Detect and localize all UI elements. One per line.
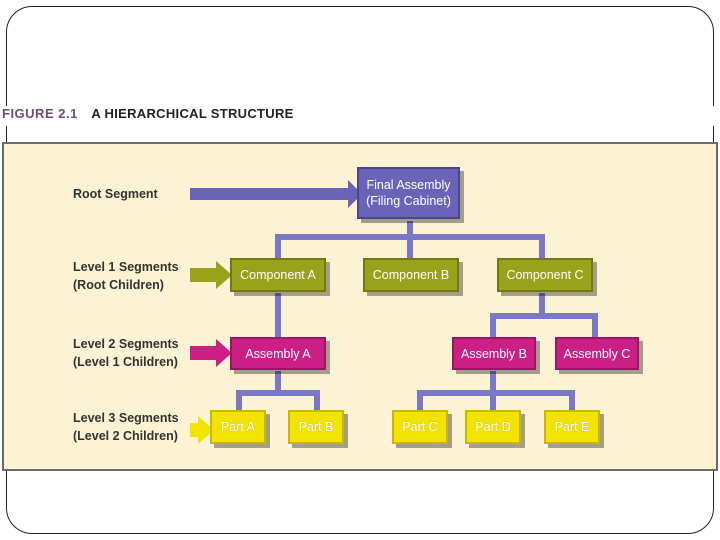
connector-comp-c-down: [539, 293, 545, 313]
connector-to-part-a: [236, 390, 242, 410]
node-component-b-label: Component B: [372, 268, 450, 282]
node-assembly-b-label: Assembly B: [461, 346, 527, 361]
label-root-segment: Root Segment: [73, 185, 158, 203]
connector-root-down: [407, 221, 413, 234]
node-assembly-b: Assembly B: [452, 337, 536, 370]
level2-arrow-icon: [190, 339, 232, 367]
node-final-assembly: Final Assembly (Filing Cabinet): [357, 167, 460, 219]
node-final-assembly-line2: (Filing Cabinet): [366, 194, 451, 208]
node-part-b-label: Part B: [298, 420, 334, 434]
node-part-e: Part E: [544, 410, 600, 444]
connector-to-part-b: [314, 390, 320, 410]
node-assembly-a: Assembly A: [230, 337, 326, 370]
node-part-b: Part B: [288, 410, 344, 444]
level3-arrow-icon: [190, 416, 214, 444]
node-assembly-c-label: Assembly C: [563, 346, 631, 361]
connector-to-assembly-b: [490, 313, 496, 337]
node-part-d: Part D: [465, 410, 521, 444]
node-part-c: Part C: [392, 410, 448, 444]
hierarchy-connectors: [190, 180, 598, 444]
label-level3: Level 3 Segments (Level 2 Children): [73, 409, 179, 445]
node-part-d-label: Part D: [475, 420, 511, 434]
node-part-a: Part A: [210, 410, 266, 444]
label-level2: Level 2 Segments (Level 1 Children): [73, 335, 179, 371]
connector-to-component-c: [539, 234, 545, 258]
label-root-text: Root Segment: [73, 187, 158, 201]
node-part-c-label: Part C: [402, 420, 438, 434]
node-component-c: Component C: [497, 258, 593, 292]
connector-asm-b-down: [490, 371, 496, 391]
connector-asm-a-down: [275, 371, 281, 391]
node-component-c-label: Component C: [506, 268, 584, 282]
node-part-a-label: Part A: [220, 420, 256, 434]
connector-to-part-d: [490, 390, 496, 410]
label-level3-line1: Level 3 Segments: [73, 411, 179, 425]
label-level1-line1: Level 1 Segments: [73, 260, 179, 274]
label-level1-line2: (Root Children): [73, 278, 164, 292]
connector-to-component-a: [275, 234, 281, 258]
root-arrow-icon: [190, 180, 362, 208]
figure-caption: FIGURE 2.1 A HIERARCHICAL STRUCTURE: [2, 106, 714, 126]
label-level2-line1: Level 2 Segments: [73, 337, 179, 351]
label-level2-line2: (Level 1 Children): [73, 355, 178, 369]
level1-arrow-icon: [190, 261, 232, 289]
figure-title: A HIERARCHICAL STRUCTURE: [91, 106, 294, 121]
node-part-e-label: Part E: [554, 420, 590, 434]
node-assembly-c: Assembly C: [555, 337, 639, 370]
connector-level2-bar: [490, 313, 598, 319]
connector-level3-bar-left: [236, 390, 320, 396]
connector-to-part-c: [417, 390, 423, 410]
connector-comp-a-to-asm-a: [275, 293, 281, 337]
connector-to-assembly-c: [592, 313, 598, 337]
figure-number: FIGURE 2.1: [2, 106, 78, 121]
node-component-b: Component B: [363, 258, 459, 292]
figure-panel: Root Segment Level 1 Segments (Root Chil…: [2, 142, 718, 471]
node-final-assembly-line1: Final Assembly: [366, 178, 451, 192]
connector-to-part-e: [569, 390, 575, 410]
connector-to-component-b: [407, 234, 413, 258]
label-level3-line2: (Level 2 Children): [73, 429, 178, 443]
node-assembly-a-label: Assembly A: [245, 346, 311, 361]
node-component-a-label: Component A: [240, 268, 316, 282]
label-level1: Level 1 Segments (Root Children): [73, 258, 179, 294]
node-component-a: Component A: [230, 258, 326, 292]
